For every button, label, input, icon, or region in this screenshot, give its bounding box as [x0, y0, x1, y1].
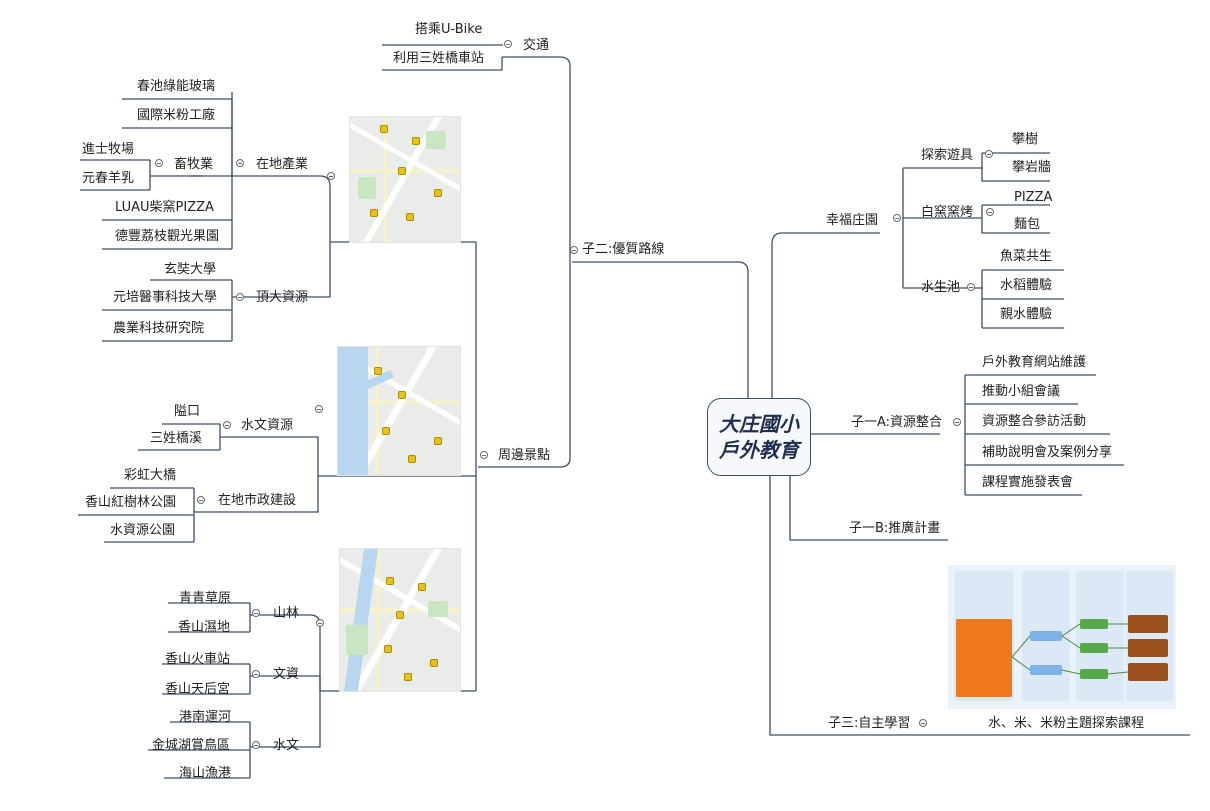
industry-item[interactable]: LUAU柴窯PIZZA: [115, 200, 214, 215]
map-image: [349, 116, 461, 243]
civic-item[interactable]: 彩虹大橋: [124, 468, 177, 483]
item-pizza[interactable]: PIZZA: [1014, 190, 1053, 205]
topic-oven[interactable]: 白窯窯烤: [921, 205, 974, 220]
hydro-item[interactable]: 港南運河: [179, 710, 232, 725]
culture-item[interactable]: 香山火車站: [165, 652, 231, 667]
collapse-icon[interactable]: [986, 208, 994, 216]
industry-item[interactable]: 德豐荔枝觀光果園: [115, 229, 220, 244]
topic-livestock[interactable]: 畜牧業: [174, 157, 214, 172]
collapse-icon[interactable]: [504, 40, 512, 48]
collapse-icon[interactable]: [893, 214, 901, 222]
root-title-line1: 大庄國小: [719, 412, 799, 436]
item-bread[interactable]: 麵包: [1014, 217, 1041, 232]
collapse-icon[interactable]: [236, 293, 244, 301]
civic-item[interactable]: 香山紅樹林公園: [85, 495, 177, 510]
collapse-icon[interactable]: [967, 283, 975, 291]
topic-promotion[interactable]: 子一B:推廣計畫: [849, 521, 941, 536]
college-item[interactable]: 元培醫事科技大學: [113, 290, 218, 305]
topic-local-industry[interactable]: 在地產業: [256, 157, 309, 172]
topic-nearby-spots[interactable]: 周邊景點: [498, 448, 551, 463]
culture-item[interactable]: 香山天后宮: [165, 682, 231, 697]
topic-resource[interactable]: 子一A:資源整合: [851, 415, 943, 430]
topic-forest[interactable]: 山林: [273, 606, 300, 621]
collapse-icon[interactable]: [236, 159, 244, 167]
collapse-icon[interactable]: [480, 451, 488, 459]
topic-happy-farm[interactable]: 幸福庄園: [826, 213, 879, 228]
water-item[interactable]: 三姓橋溪: [150, 431, 203, 446]
resource-item[interactable]: 戶外教育網站維護: [982, 355, 1087, 370]
collapse-icon[interactable]: [252, 741, 260, 749]
topic-cultural-heritage[interactable]: 文資: [273, 667, 300, 682]
resource-item[interactable]: 課程實施發表會: [982, 475, 1074, 490]
collapse-icon[interactable]: [155, 159, 163, 167]
topic-university[interactable]: 頂大資源: [256, 290, 309, 305]
course-plan-image: [948, 565, 1176, 709]
traffic-item[interactable]: 利用三姓橋車站: [393, 51, 485, 66]
forest-item[interactable]: 香山濕地: [178, 620, 231, 635]
topic-traffic[interactable]: 交通: [523, 38, 550, 53]
industry-item[interactable]: 春池綠能玻璃: [137, 79, 216, 94]
traffic-item[interactable]: 搭乘U-Bike: [415, 22, 483, 37]
collapse-icon[interactable]: [570, 246, 578, 254]
collapse-icon[interactable]: [252, 609, 260, 617]
root-title-line2: 戶外教育: [719, 438, 799, 462]
collapse-icon[interactable]: [985, 150, 993, 158]
water-item[interactable]: 隘口: [174, 404, 201, 419]
hydro-item[interactable]: 海山漁港: [179, 766, 232, 781]
forest-item[interactable]: 青青草原: [179, 591, 232, 606]
resource-item[interactable]: 推動小組會議: [982, 384, 1061, 399]
topic-pond[interactable]: 水生池: [921, 280, 961, 295]
resource-item[interactable]: 補助說明會及案例分享: [982, 445, 1113, 460]
topic-hydro-resource[interactable]: 水文資源: [241, 418, 294, 433]
hydro-item[interactable]: 金城湖賞鳥區: [152, 738, 231, 753]
item-water-play[interactable]: 親水體驗: [1000, 307, 1053, 322]
livestock-item[interactable]: 元春羊乳: [82, 171, 135, 186]
collapse-icon[interactable]: [316, 619, 324, 627]
collapse-icon[interactable]: [315, 405, 323, 413]
civic-item[interactable]: 水資源公園: [110, 523, 176, 538]
collapse-icon[interactable]: [223, 421, 231, 429]
collapse-icon[interactable]: [953, 418, 961, 426]
college-item[interactable]: 農業科技研究院: [113, 321, 205, 336]
item-aquaponics[interactable]: 魚菜共生: [1000, 249, 1053, 264]
collapse-icon[interactable]: [197, 496, 205, 504]
topic-self-learning[interactable]: 子三:自主學習: [828, 716, 911, 731]
topic-civic[interactable]: 在地市政建設: [218, 493, 297, 508]
industry-item[interactable]: 國際米粉工廠: [137, 108, 216, 123]
course-title[interactable]: 水、米、米粉主題探索課程: [988, 716, 1145, 731]
topic-quality-route[interactable]: 子二:優質路線: [582, 242, 665, 257]
item-climb-tree[interactable]: 攀樹: [1012, 132, 1039, 147]
collapse-icon[interactable]: [919, 719, 927, 727]
map-image: [339, 548, 461, 692]
item-climb-wall[interactable]: 攀岩牆: [1012, 160, 1052, 175]
resource-item[interactable]: 資源整合參訪活動: [982, 414, 1087, 429]
map-image: [337, 346, 461, 476]
livestock-item[interactable]: 進士牧場: [82, 142, 135, 157]
collapse-icon[interactable]: [252, 670, 260, 678]
college-item[interactable]: 玄奘大學: [164, 262, 217, 277]
topic-hydrology[interactable]: 水文: [273, 738, 300, 753]
item-rice[interactable]: 水稻體驗: [1000, 278, 1053, 293]
topic-explore[interactable]: 探索遊具: [921, 148, 974, 163]
root-topic[interactable]: 大庄國小 戶外教育: [707, 398, 811, 476]
collapse-icon[interactable]: [327, 172, 335, 180]
